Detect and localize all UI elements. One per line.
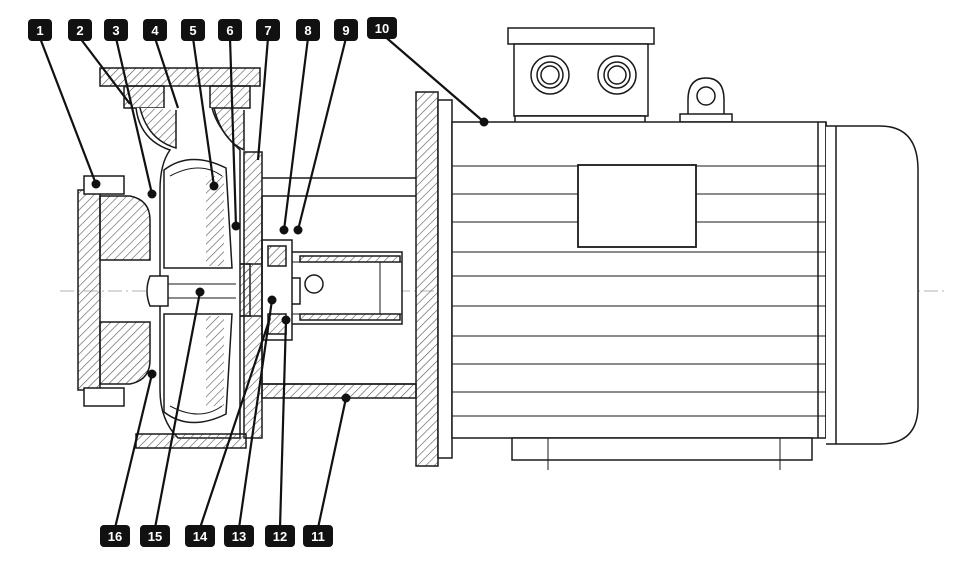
leader-lines bbox=[38, 33, 485, 529]
lifting-eye bbox=[679, 77, 733, 123]
callout-number: 4 bbox=[151, 23, 159, 38]
callout-badge-bg bbox=[367, 17, 397, 39]
shaft-sleeve bbox=[289, 251, 403, 325]
callout-badge-bg bbox=[334, 19, 358, 41]
callout-badge-bg bbox=[68, 19, 92, 41]
callout-10: 10 bbox=[367, 17, 397, 39]
callout-badge-bg bbox=[28, 19, 52, 41]
terminal-box bbox=[507, 27, 655, 125]
callout-7: 7 bbox=[256, 19, 280, 41]
callout-number: 13 bbox=[232, 529, 246, 544]
callout-badge-bg bbox=[256, 19, 280, 41]
callout-number: 8 bbox=[304, 23, 311, 38]
callout-15: 15 bbox=[140, 525, 170, 547]
callout-16: 16 bbox=[100, 525, 130, 547]
nameplate bbox=[577, 164, 697, 248]
callout-13: 13 bbox=[224, 525, 254, 547]
callout-badge-bg bbox=[143, 19, 167, 41]
motor-foot bbox=[511, 437, 813, 461]
fan-cover bbox=[826, 125, 919, 445]
callout-number: 16 bbox=[108, 529, 122, 544]
callout-number: 12 bbox=[273, 529, 287, 544]
callout-11: 11 bbox=[303, 525, 333, 547]
impeller-nut bbox=[146, 275, 169, 307]
callout-badge-bg bbox=[100, 525, 130, 547]
callout-badge-bg bbox=[224, 525, 254, 547]
callout-6: 6 bbox=[218, 19, 242, 41]
callout-1: 1 bbox=[28, 19, 52, 41]
callout-number: 15 bbox=[148, 529, 162, 544]
callout-number: 7 bbox=[264, 23, 271, 38]
callout-5: 5 bbox=[181, 19, 205, 41]
leader-dots bbox=[91, 117, 489, 403]
callout-12: 12 bbox=[265, 525, 295, 547]
callout-2: 2 bbox=[68, 19, 92, 41]
callout-badge-bg bbox=[218, 19, 242, 41]
callout-4: 4 bbox=[143, 19, 167, 41]
motor bbox=[415, 27, 919, 470]
callout-badge-bg bbox=[265, 525, 295, 547]
motor-flange bbox=[415, 91, 439, 467]
callout-number: 3 bbox=[112, 23, 119, 38]
suction-flange bbox=[77, 189, 101, 391]
callout-9: 9 bbox=[334, 19, 358, 41]
callout-badge-bg bbox=[181, 19, 205, 41]
callout-number: 6 bbox=[226, 23, 233, 38]
callout-badge-bg bbox=[104, 19, 128, 41]
callout-number: 14 bbox=[193, 529, 208, 544]
callout-14: 14 bbox=[185, 525, 215, 547]
callout-number: 5 bbox=[189, 23, 196, 38]
callout-badge-bg bbox=[296, 19, 320, 41]
pump-casing bbox=[77, 67, 263, 449]
callout-badge-bg bbox=[140, 525, 170, 547]
callout-number: 1 bbox=[36, 23, 43, 38]
discharge-flange bbox=[99, 67, 261, 87]
callout-badge-bg bbox=[185, 525, 215, 547]
callout-number: 9 bbox=[342, 23, 349, 38]
callout-3: 3 bbox=[104, 19, 128, 41]
callout-8: 8 bbox=[296, 19, 320, 41]
callout-number: 11 bbox=[311, 529, 325, 544]
callout-number: 10 bbox=[375, 21, 389, 36]
callout-number: 2 bbox=[76, 23, 83, 38]
callout-badge-bg bbox=[303, 525, 333, 547]
